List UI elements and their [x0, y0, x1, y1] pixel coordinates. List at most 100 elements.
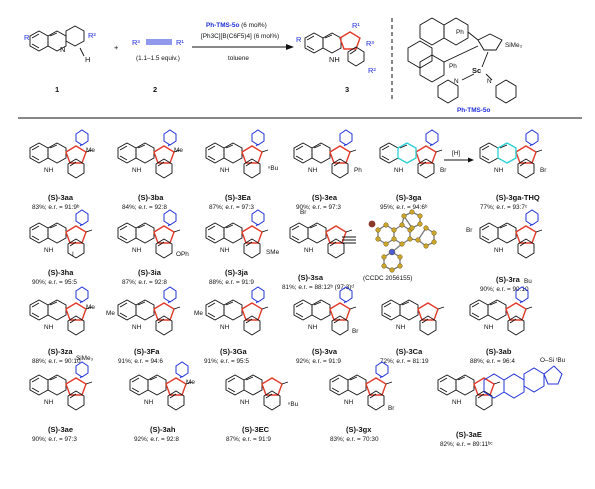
- compound-yield: 72%; e.r. = 81:19: [380, 358, 429, 365]
- benzo-ring: [67, 390, 85, 411]
- compound-yield: 91%; e.r. = 95:5: [204, 358, 249, 365]
- phenyl-bond: [167, 300, 171, 304]
- compound-name: (S)-3ba: [138, 193, 164, 202]
- compound-yield: 83%; e.r. = 91:9ᵇ: [32, 204, 80, 211]
- quinoline-core: [205, 222, 243, 244]
- 3aE-steroid: O–Si ᵗBu: [483, 357, 566, 399]
- benzo-ring: [243, 315, 261, 336]
- phenyl-bond: [343, 143, 347, 147]
- quinoline-core: [381, 299, 419, 321]
- phenyl-bond: [179, 375, 183, 379]
- product-R3: R³: [366, 39, 374, 48]
- xray-atom: [397, 263, 403, 269]
- reactant-2-R3: R³: [132, 38, 140, 47]
- xray-atom: [391, 236, 397, 242]
- methyl-bond: [493, 381, 501, 385]
- nh-label: NH: [396, 324, 406, 331]
- indene-ring: [153, 225, 175, 244]
- methyl-bond: [525, 306, 533, 310]
- thq-highlight: [397, 142, 517, 164]
- compound-name: (S)-3ia: [138, 268, 162, 277]
- substituent-me: Me: [86, 147, 95, 154]
- indene-ring: [241, 145, 263, 164]
- compound-name: (S)-3ah: [150, 425, 176, 434]
- reactant-1-R: R: [24, 33, 30, 42]
- quinoline-core: [437, 374, 475, 396]
- methyl-bond: [261, 306, 269, 310]
- substituent-ph: Ph: [354, 167, 362, 174]
- xray-atom: [417, 221, 423, 227]
- catalyst-structure-label: Ph-TMS-5o: [457, 107, 490, 114]
- substituent-br: Br: [352, 328, 359, 335]
- quinoline-core: [117, 299, 155, 321]
- compound-name: (S)-3ra: [496, 275, 521, 284]
- methyl-bond: [173, 149, 181, 153]
- substituent-me: Me: [186, 379, 195, 386]
- benzo-ring: [507, 315, 525, 336]
- xray-atom: [381, 263, 387, 269]
- phenyl-ring: [75, 361, 89, 378]
- phenyl-ring: [251, 209, 265, 226]
- nh-label: NH: [308, 324, 318, 331]
- nh-label: NH: [304, 247, 314, 254]
- compound-name: (S)-3Ea: [225, 193, 252, 202]
- xray-atom: [409, 209, 415, 215]
- reactant-2-R1: R¹: [176, 38, 184, 47]
- benzo-ring: [155, 315, 173, 336]
- phenyl-ring: [251, 129, 265, 146]
- product-3-structure: R NH R¹ R³ R² 3: [296, 21, 376, 94]
- compound-yield: 90%; e.r. = 97:3: [296, 204, 341, 211]
- reactant-1-R2: R²: [88, 31, 96, 40]
- quinoline-core: [29, 374, 67, 396]
- phenyl-bond: [167, 143, 171, 147]
- substituent-br: Br: [440, 167, 447, 174]
- nh-label: NH: [132, 324, 142, 331]
- compound-yield: 88%; e.r. = 96:4: [470, 358, 515, 365]
- indene-ring: [415, 145, 437, 164]
- benzo-ring: [331, 158, 349, 179]
- nh-label: NH: [494, 247, 504, 254]
- benzo-ring: [331, 315, 349, 336]
- reaction-scheme: R N R² H 1 + R³ R¹ (1.1–1.5 equiv.) 2 Ph…: [24, 17, 523, 114]
- phenyl-ring: [163, 209, 177, 226]
- reaction-arrow: Ph-TMS-5o (6 mol%) [Ph3C][B(C6F5)4] (6 m…: [192, 22, 294, 62]
- cocatalyst: [Ph3C][B(C6F5)4] (6 mol%): [201, 33, 279, 40]
- compound-yield: 83%; e.r. = 70:30: [330, 436, 379, 443]
- methyl-bond: [85, 229, 93, 233]
- reactant-1-number: 1: [55, 85, 59, 94]
- nh-label: NH: [308, 167, 318, 174]
- xray-atom: [383, 222, 389, 228]
- phenyl-ring: [75, 209, 89, 226]
- quinoline-core: [289, 222, 327, 244]
- quinoline-core: [293, 142, 331, 164]
- xray-atom: [423, 243, 429, 249]
- nh-label: NH: [240, 399, 250, 406]
- compound-yield: 88%; e.r. = 90:10: [32, 358, 81, 365]
- nh-label: NH: [44, 167, 54, 174]
- phenyl-ring: [75, 129, 89, 146]
- benzo-ring: [419, 315, 437, 336]
- compound-yield: 77%; e.r. = 93:7ᶜ: [480, 204, 528, 211]
- benzo-ring: [517, 238, 535, 259]
- nh-label: NH: [44, 324, 54, 331]
- indene-ring: [65, 225, 87, 244]
- quinoline-core: [469, 299, 507, 321]
- compound-name: (S)-3ea: [312, 193, 338, 202]
- xray-atom: [391, 227, 397, 233]
- benzo-ring: [243, 238, 261, 259]
- compound-name: (S)-3za: [48, 347, 73, 356]
- substituent-oph: OPh: [176, 251, 189, 258]
- substituent-me: Me: [174, 147, 183, 154]
- nh-label: NH: [220, 324, 230, 331]
- indene-ring: [329, 145, 351, 164]
- quinoline-core: [29, 222, 67, 244]
- methyl-bond: [261, 149, 269, 153]
